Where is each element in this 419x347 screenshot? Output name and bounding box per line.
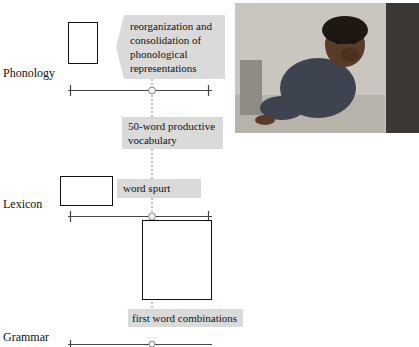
row-label: Grammar xyxy=(3,330,49,345)
child-photo xyxy=(235,3,419,133)
timeline-marker xyxy=(149,213,156,220)
child-hair xyxy=(322,16,368,44)
timeline-marker xyxy=(149,341,155,347)
timeline xyxy=(68,90,212,91)
photo-object xyxy=(240,60,262,115)
callout-text: 50-word productive vocabulary xyxy=(128,119,220,147)
empty-box xyxy=(69,23,98,64)
timeline xyxy=(68,344,212,345)
callout-box: first word combinations xyxy=(128,309,243,327)
timeline-tick xyxy=(70,85,71,96)
empty-box xyxy=(61,177,113,206)
callout-outline xyxy=(116,15,225,79)
photo-door xyxy=(386,3,419,133)
callout-box: word spurt xyxy=(117,179,201,198)
callout-text: first word combinations xyxy=(132,311,239,325)
child-hand xyxy=(341,48,359,62)
row-label: Lexicon xyxy=(3,197,42,212)
empty-box xyxy=(143,221,212,300)
dotted-connector xyxy=(151,149,152,179)
timeline-tick xyxy=(208,85,209,96)
child-eye xyxy=(352,40,357,44)
timeline-marker xyxy=(149,87,156,94)
callout-text: word spurt xyxy=(123,181,197,195)
timeline-tick xyxy=(70,340,71,347)
callout-text: reorganization and consolidation of phon… xyxy=(130,19,222,75)
timeline xyxy=(68,216,212,217)
callout-box: 50-word productive vocabulary xyxy=(122,117,223,149)
photo-ground xyxy=(235,3,419,133)
child-eye xyxy=(336,40,341,44)
row-label: Phonology xyxy=(3,66,55,81)
timeline-tick xyxy=(70,211,71,222)
dotted-connector xyxy=(151,79,152,117)
child-foot xyxy=(255,115,275,125)
callout-box: reorganization and consolidation of phon… xyxy=(116,15,225,79)
